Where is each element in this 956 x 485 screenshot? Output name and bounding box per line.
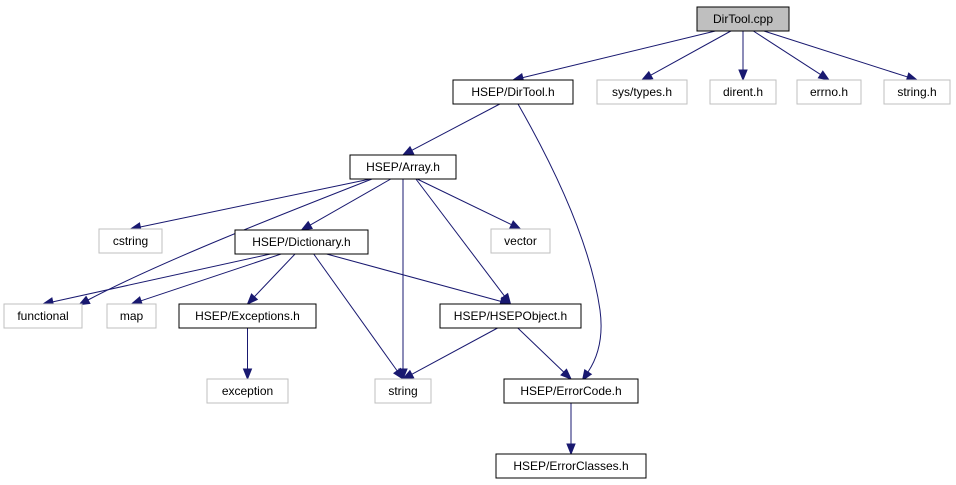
edge-dictionary_h-to-map (130, 253, 282, 306)
edge-line (309, 178, 392, 226)
node-label: exception (222, 384, 273, 398)
edge-arrowhead (393, 367, 404, 381)
node-vector[interactable]: vector (490, 228, 551, 254)
edge-arrowhead (130, 296, 144, 306)
edge-arrowhead (401, 145, 415, 156)
edge-array_h-to-string (398, 179, 408, 381)
edge-dirtool_h-to-array_h (401, 103, 501, 156)
node-dirent-h[interactable]: dirent.h (709, 79, 777, 105)
edge-dictionary_h-to-functional (41, 253, 271, 307)
edge-line (87, 178, 373, 301)
edge-dirtool_cpp-to-errno_h (753, 30, 831, 81)
edge-errorcode_h-to-errorclasses_h (566, 403, 576, 456)
node-label: string.h (897, 85, 936, 99)
node-label: functional (17, 309, 68, 323)
edge-line (763, 30, 908, 78)
node-label: HSEP/Array.h (366, 160, 440, 174)
edge-exceptions_h-to-exception (242, 328, 253, 381)
edge-dictionary_h-to-hsepobject_h (326, 253, 512, 306)
edge-line (313, 253, 398, 372)
node-hsep-hsepobject-h[interactable]: HSEP/HSEPObject.h (439, 303, 582, 329)
node-hsep-array-h[interactable]: HSEP/Array.h (349, 154, 457, 180)
edge-array_h-to-functional (78, 178, 373, 306)
node-functional[interactable]: functional (3, 303, 83, 329)
edge-array_h-to-vector (416, 178, 522, 230)
node-label: vector (504, 234, 537, 248)
node-hsep-errorclasses-h[interactable]: HSEP/ErrorClasses.h (495, 453, 647, 479)
node-label: DirTool.cpp (713, 12, 773, 26)
edge-dirtool_cpp-to-string_h (763, 30, 919, 82)
edge-dirtool_h-to-errorcode_h (517, 103, 602, 382)
node-label: HSEP/ErrorCode.h (520, 384, 621, 398)
edge-arrowhead (640, 70, 654, 81)
edge-arrowhead (566, 443, 576, 456)
edge-line (326, 253, 501, 302)
node-exception[interactable]: exception (206, 378, 289, 404)
edge-line (140, 253, 282, 302)
edge-arrowhead (78, 295, 91, 306)
edge-line (411, 103, 501, 151)
edge-dictionary_h-to-exceptions_h (246, 253, 296, 305)
edge-hsepobject_h-to-string (401, 327, 498, 380)
node-dirtool-cpp[interactable]: DirTool.cpp (696, 6, 790, 32)
node-cstring[interactable]: cstring (98, 228, 163, 254)
edge-dirtool_cpp-to-sys_types_h (640, 30, 732, 81)
edge-array_h-to-cstring (129, 178, 371, 232)
edge-line (517, 327, 565, 373)
edge-arrowhead (509, 220, 522, 230)
edge-line (411, 327, 498, 375)
edge-line (52, 253, 271, 303)
node-label: HSEP/ErrorClasses.h (513, 459, 628, 473)
edge-line (140, 178, 371, 228)
node-label: HSEP/DirTool.h (471, 85, 554, 99)
edge-line (415, 178, 505, 297)
edge-arrowhead (817, 70, 831, 81)
edge-line (416, 178, 512, 226)
edge-arrowhead (246, 293, 259, 305)
node-label: HSEP/HSEPObject.h (454, 309, 567, 323)
node-label: HSEP/Exceptions.h (195, 309, 300, 323)
edge-layer (41, 30, 919, 456)
edge-line (522, 30, 716, 79)
node-label: string (388, 384, 417, 398)
edge-dirtool_cpp-to-dirent_h (738, 31, 748, 82)
node-label: dirent.h (723, 85, 763, 99)
edge-arrowhead (300, 220, 314, 231)
node-sys-types-h[interactable]: sys/types.h (596, 79, 688, 105)
node-label: errno.h (810, 85, 848, 99)
edge-dictionary_h-to-string (313, 253, 404, 381)
edge-line (753, 30, 821, 75)
edge-array_h-to-dictionary_h (300, 178, 392, 231)
edge-line (254, 253, 296, 298)
node-hsep-errorcode-h[interactable]: HSEP/ErrorCode.h (503, 378, 639, 404)
node-hsep-dirtool-h[interactable]: HSEP/DirTool.h (452, 79, 574, 105)
node-string[interactable]: string (374, 378, 432, 404)
node-label: cstring (113, 234, 148, 248)
node-label: HSEP/Dictionary.h (252, 235, 350, 249)
edge-arrowhead (581, 368, 593, 382)
edge-arrowhead (738, 69, 748, 82)
node-errno-h[interactable]: errno.h (796, 79, 862, 105)
edge-arrowhead (242, 368, 253, 381)
edge-hsepobject_h-to-errorcode_h (517, 327, 572, 380)
node-map[interactable]: map (106, 303, 157, 329)
edge-arrowhead (560, 368, 572, 380)
node-hsep-dictionary-h[interactable]: HSEP/Dictionary.h (234, 229, 369, 255)
node-label: map (120, 309, 144, 323)
edge-line (650, 30, 732, 76)
node-hsep-exceptions-h[interactable]: HSEP/Exceptions.h (178, 303, 317, 329)
edge-arrowhead (401, 369, 415, 380)
node-label: sys/types.h (612, 85, 672, 99)
edge-line (517, 103, 602, 373)
node-string-h[interactable]: string.h (883, 79, 951, 105)
